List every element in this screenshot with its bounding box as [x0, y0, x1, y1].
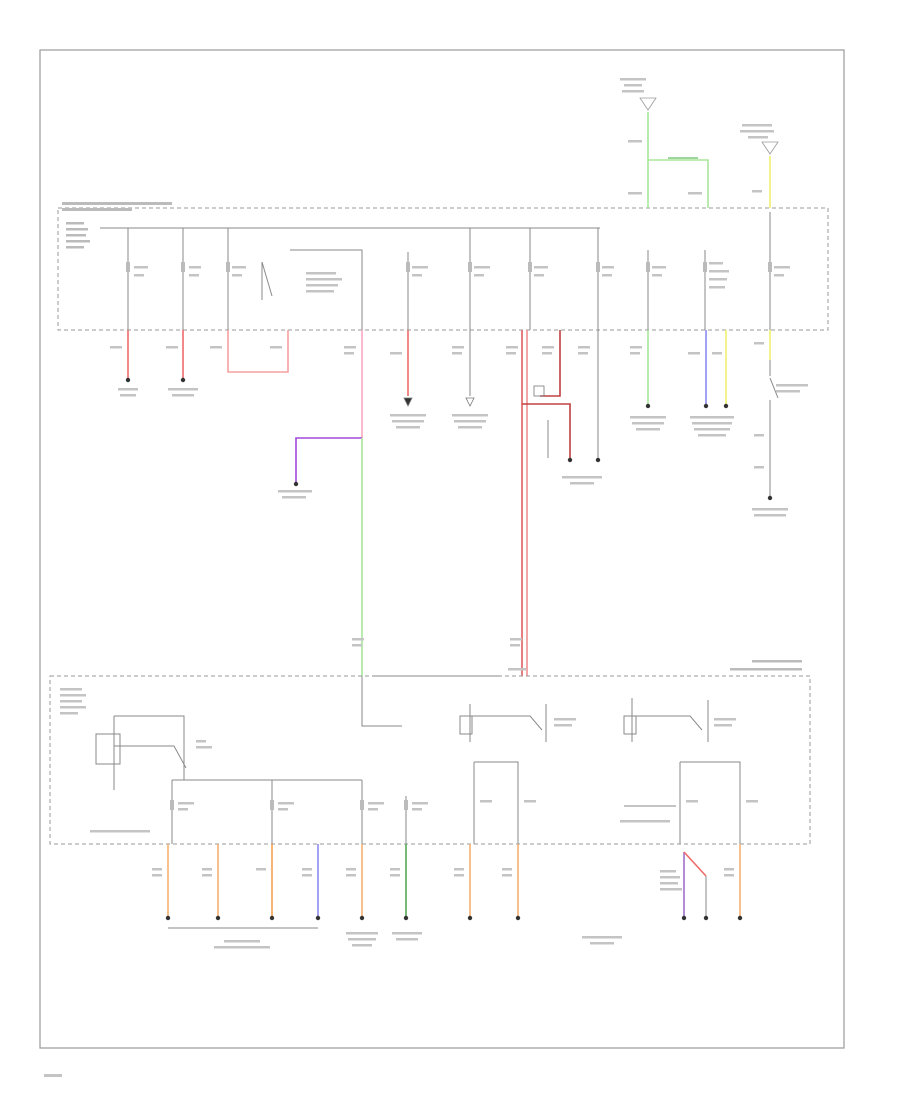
switch-right [769, 360, 779, 496]
upper-fuse-labels [134, 262, 790, 289]
upper-fuse-glyphs [126, 262, 772, 272]
terminal-4 [595, 457, 601, 463]
lower-box-side-note [60, 688, 86, 715]
lower-terminals [165, 915, 743, 921]
upper-relay [261, 249, 363, 330]
lower-box-label [730, 660, 802, 671]
top-left-input [620, 78, 657, 111]
upper-box-side-note [66, 222, 90, 249]
arrow-2 [465, 397, 475, 407]
wire-purple [295, 437, 362, 482]
terminal-3 [567, 457, 573, 463]
wire-code-labels [110, 140, 764, 671]
lower-fuse-relay-box [49, 675, 811, 845]
upper-box-label [62, 202, 172, 211]
lower-fuse-labels [90, 802, 428, 833]
page-code-mark [44, 1074, 62, 1077]
upper-fuse-relay-box [57, 207, 829, 331]
terminal-5 [645, 403, 651, 409]
terminal-purple [293, 481, 299, 487]
wire-red-loop [227, 330, 289, 373]
destination-labels-lower [152, 868, 734, 949]
ground-symbol [533, 385, 545, 397]
wire-red-branch [522, 330, 571, 458]
top-green-feed [647, 112, 709, 208]
arrow-1 [403, 397, 413, 407]
terminal-2 [180, 377, 186, 383]
wire-red-4 [683, 851, 707, 877]
wire-gray-lower-feed [361, 676, 402, 727]
lower-fuses [171, 780, 407, 844]
terminal-7 [723, 403, 729, 409]
terminal-1 [125, 377, 131, 383]
lower-right-relay [620, 698, 758, 844]
destination-labels-upper [118, 384, 808, 517]
upper-fuses [127, 212, 771, 330]
lower-left-relay [95, 715, 212, 790]
lower-fuse-glyphs [170, 800, 408, 810]
lower-middle-relay [459, 704, 576, 844]
diagram-frame [39, 49, 845, 1049]
terminal-6 [703, 403, 709, 409]
terminal-8 [767, 495, 773, 501]
top-right-input [740, 124, 779, 155]
